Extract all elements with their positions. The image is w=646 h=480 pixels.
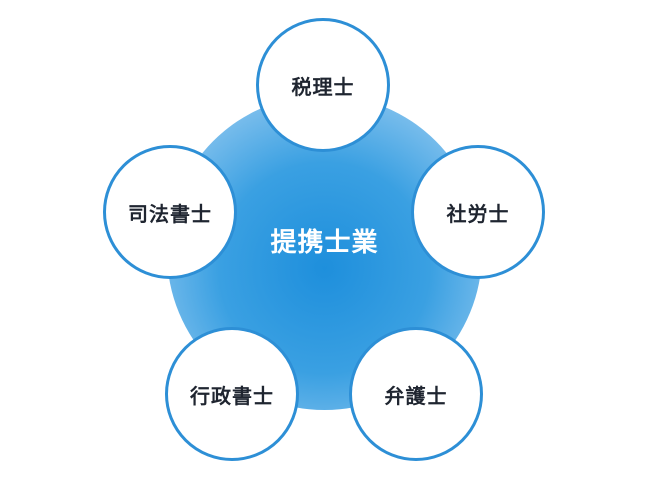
node-labor-consultant: 社労士 (411, 145, 545, 279)
node-tax-accountant: 税理士 (256, 18, 390, 152)
node-judicial-scrivener: 司法書士 (103, 145, 237, 279)
node-lawyer: 弁護士 (349, 327, 483, 461)
node-label: 司法書士 (128, 201, 212, 226)
center-label: 提携士業 (270, 228, 379, 258)
node-label: 社労士 (446, 201, 510, 226)
node-administrative-scrivener: 行政書士 (165, 327, 299, 461)
node-label: 弁護士 (384, 383, 448, 408)
node-label: 税理士 (291, 74, 355, 99)
node-label: 行政書士 (190, 383, 274, 408)
